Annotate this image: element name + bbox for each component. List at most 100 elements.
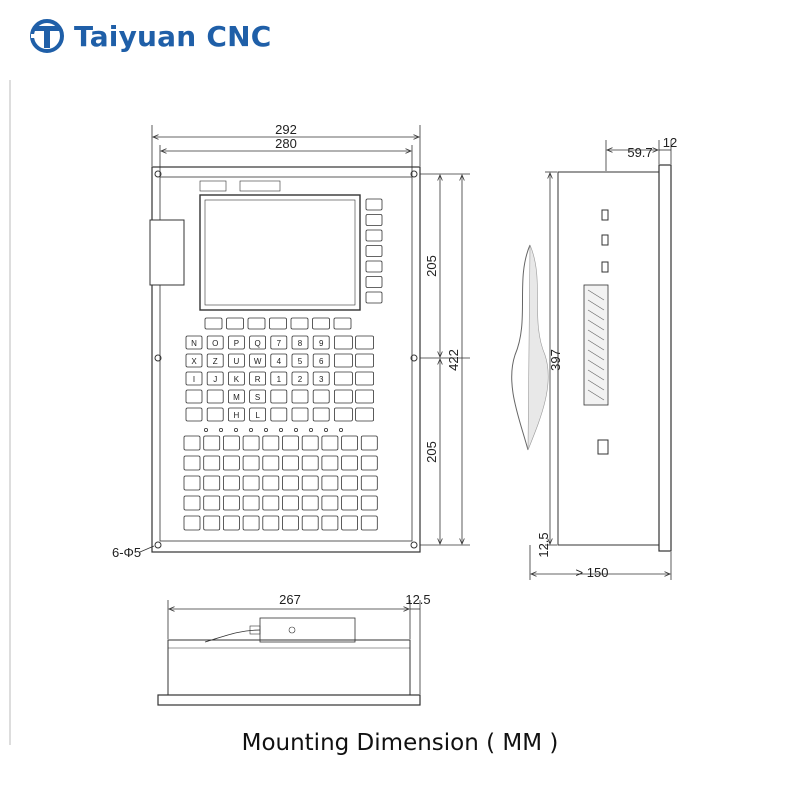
operation-key[interactable]: [183, 435, 201, 451]
operation-key[interactable]: [262, 475, 280, 491]
operation-key[interactable]: [242, 455, 260, 471]
operation-key[interactable]: [203, 515, 221, 531]
keypad-key[interactable]: [355, 407, 375, 422]
keypad-key[interactable]: [185, 335, 203, 350]
keypad-key[interactable]: [227, 335, 245, 350]
operation-key[interactable]: [321, 455, 339, 471]
operation-key[interactable]: [183, 475, 201, 491]
keypad-key[interactable]: [355, 371, 375, 386]
screen-side-key[interactable]: [365, 276, 383, 288]
operation-key[interactable]: [360, 435, 378, 451]
soft-key[interactable]: [312, 317, 330, 330]
operation-key[interactable]: [360, 475, 378, 491]
operation-key[interactable]: [341, 455, 359, 471]
keypad-key[interactable]: [270, 389, 288, 404]
soft-key[interactable]: [290, 317, 309, 330]
keypad-key[interactable]: [333, 389, 353, 404]
operation-key[interactable]: [301, 475, 319, 491]
keypad-key[interactable]: [270, 371, 288, 386]
soft-key[interactable]: [269, 317, 287, 330]
keypad-key[interactable]: [333, 335, 353, 350]
keypad-key[interactable]: [249, 389, 267, 404]
operation-key[interactable]: [222, 435, 240, 451]
keypad-key[interactable]: [270, 407, 288, 422]
operation-key[interactable]: [341, 435, 359, 451]
operation-key[interactable]: [183, 495, 201, 511]
keypad-key[interactable]: [249, 335, 267, 350]
keypad-key[interactable]: [227, 389, 245, 404]
operation-key[interactable]: [203, 475, 221, 491]
keypad-key[interactable]: [270, 335, 288, 350]
operation-key[interactable]: [301, 455, 319, 471]
operation-key[interactable]: [262, 495, 280, 511]
operation-key[interactable]: [360, 495, 378, 511]
keypad-key[interactable]: [312, 335, 330, 350]
screen-side-key[interactable]: [365, 214, 383, 226]
keypad-key[interactable]: [249, 407, 267, 422]
operation-key[interactable]: [242, 495, 260, 511]
keypad-key[interactable]: [206, 371, 224, 386]
soft-key[interactable]: [247, 317, 266, 330]
operation-key[interactable]: [321, 475, 339, 491]
operation-key[interactable]: [242, 515, 260, 531]
keypad-key[interactable]: [185, 389, 203, 404]
operation-key[interactable]: [321, 515, 339, 531]
operation-key[interactable]: [341, 515, 359, 531]
keypad-key[interactable]: [355, 389, 375, 404]
screen-side-key[interactable]: [365, 198, 383, 211]
keypad-key[interactable]: [206, 407, 224, 422]
operation-key[interactable]: [282, 435, 299, 451]
operation-key[interactable]: [321, 495, 339, 511]
keypad-key[interactable]: [312, 353, 330, 368]
operation-key[interactable]: [282, 495, 299, 511]
operation-key[interactable]: [301, 435, 319, 451]
screen-side-key[interactable]: [365, 245, 383, 257]
keypad-key[interactable]: [291, 407, 309, 422]
operation-key[interactable]: [360, 455, 378, 471]
operation-key[interactable]: [242, 435, 260, 451]
operation-key[interactable]: [282, 515, 299, 531]
operation-key[interactable]: [222, 455, 240, 471]
keypad-key[interactable]: [291, 389, 309, 404]
soft-key[interactable]: [204, 317, 223, 330]
operation-key[interactable]: [222, 515, 240, 531]
operation-key[interactable]: [183, 455, 201, 471]
operation-key[interactable]: [282, 475, 299, 491]
operation-key[interactable]: [203, 435, 221, 451]
keypad-key[interactable]: [227, 407, 245, 422]
operation-key[interactable]: [222, 475, 240, 491]
keypad-key[interactable]: [249, 353, 267, 368]
operation-key[interactable]: [301, 495, 319, 511]
screen-side-key[interactable]: [365, 260, 383, 273]
keypad-key[interactable]: [291, 335, 309, 350]
operation-key[interactable]: [242, 475, 260, 491]
keypad-key[interactable]: [185, 371, 203, 386]
operation-key[interactable]: [341, 475, 359, 491]
operation-key[interactable]: [203, 495, 221, 511]
keypad-key[interactable]: [270, 353, 288, 368]
operation-key[interactable]: [341, 495, 359, 511]
operation-key[interactable]: [282, 455, 299, 471]
keypad-key[interactable]: [206, 335, 224, 350]
keypad-key[interactable]: [355, 353, 375, 368]
operation-key[interactable]: [183, 515, 201, 531]
keypad-key[interactable]: [291, 353, 309, 368]
keypad-key[interactable]: [312, 371, 330, 386]
operation-key[interactable]: [203, 455, 221, 471]
operation-key[interactable]: [262, 515, 280, 531]
keypad-key[interactable]: [206, 353, 224, 368]
keypad-key[interactable]: [185, 407, 203, 422]
soft-key[interactable]: [226, 317, 244, 330]
keypad-key[interactable]: [206, 389, 224, 404]
keypad-key[interactable]: [227, 353, 245, 368]
keypad-key[interactable]: [185, 353, 203, 368]
operation-key[interactable]: [301, 515, 319, 531]
operation-key[interactable]: [262, 435, 280, 451]
operation-key[interactable]: [321, 435, 339, 451]
keypad-key[interactable]: [227, 371, 245, 386]
operation-key[interactable]: [222, 495, 240, 511]
screen-side-key[interactable]: [365, 229, 383, 242]
keypad-key[interactable]: [312, 407, 330, 422]
soft-key[interactable]: [333, 317, 352, 330]
operation-key[interactable]: [360, 515, 378, 531]
